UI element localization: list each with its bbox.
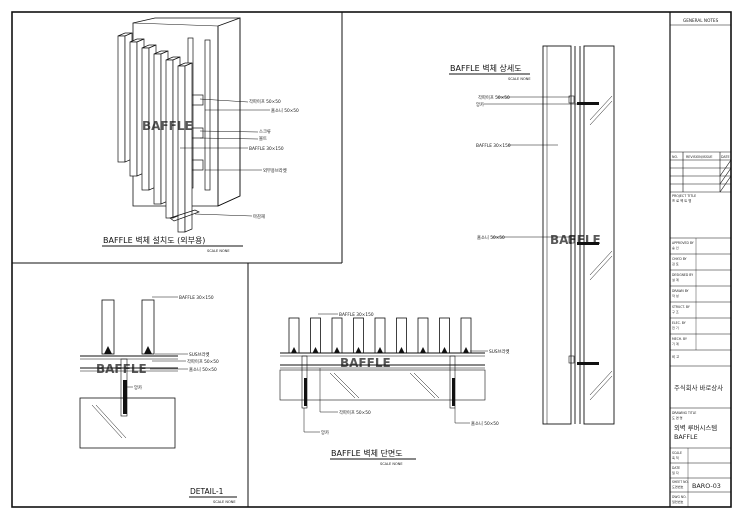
- sd-label-baffle: BAFFLE 30×150: [476, 143, 511, 149]
- rev-date-header: DATE: [721, 155, 730, 159]
- sheet-no-kr: 도면번호: [672, 484, 684, 489]
- detail1-watermark: BAFFLE: [96, 362, 147, 376]
- cs-label-anchor: 앙카: [321, 429, 329, 436]
- drawing-title-label: DRAWING TITLE: [672, 411, 696, 415]
- cross-section-view: BAFFLE BAFFLE 30×150 SUS브라켓 각파이프 50×50 앙…: [279, 312, 510, 466]
- iso-baffle: [177, 62, 193, 233]
- mech-by-label: MECH. BY: [672, 337, 687, 341]
- cs-scale: SCALE NONE: [380, 462, 403, 466]
- sheet-number: BARO-03: [692, 482, 721, 490]
- iso-label-homsoni: 홈소니 50×50: [271, 107, 299, 114]
- scale-label: SCALE: [672, 451, 682, 455]
- iso-label-screw: 스크류: [259, 129, 271, 135]
- cs-baffle: [374, 317, 386, 354]
- cs-title: BAFFLE 벽체 단면도: [331, 448, 403, 458]
- cs-watermark: BAFFLE: [340, 356, 391, 370]
- sd-label-pipe: 각파이프 50×50: [478, 94, 510, 101]
- drawn-by-label: DRAWN BY: [672, 289, 689, 293]
- iso-label-baffle: BAFFLE 30×150: [249, 146, 284, 152]
- elec-by-kr: 전 기: [672, 325, 679, 330]
- project-title-label: PROJECT TITLE: [672, 194, 696, 198]
- cs-baffle: [439, 317, 450, 354]
- cs-baffle-group: [288, 317, 472, 354]
- drawing-title-kr: 도 면 명: [672, 415, 683, 420]
- designed-by-label: DESIGNED BY: [672, 273, 693, 277]
- date-label: DATE: [672, 466, 680, 470]
- cs-label-homsoni: 홈소니 50×50: [471, 420, 499, 427]
- checked-by-label: CHK'D BY: [672, 257, 687, 261]
- rev-no-header: NO.: [672, 155, 678, 159]
- iso-view: BAFFLE 각파이프 50×50 홈소니 50×50 스크류 볼트 BAFFL…: [102, 17, 299, 253]
- detail1-title: DETAIL-1: [190, 487, 224, 496]
- struct-by-kr: 구 조: [672, 310, 679, 314]
- struct-by-label: STRUCT. BY: [672, 305, 690, 309]
- drawing-title-line1: 외벽 루버시스템: [674, 423, 717, 432]
- drawn-by-kr: 작 성: [672, 293, 679, 298]
- detail1-label-sus: SUS브라켓: [189, 351, 210, 358]
- approved-by-kr: 승 인: [672, 245, 679, 250]
- sheet-no-label: SHEET NO.: [672, 480, 689, 484]
- detail1-view: BAFFLE BAFFLE 30×150 SUS브라켓 각파이프 50×50 홈…: [79, 295, 237, 504]
- section-detail-view: BAFFLE 각파이프 50×50 앙카 BAFFLE 30×150 홈소니 5…: [449, 45, 615, 425]
- cs-baffle: [396, 317, 407, 354]
- detail1-scale: SCALE NONE: [213, 500, 236, 504]
- dwg-no-label: DWG NO.: [672, 495, 686, 499]
- iso-title: BAFFLE 벽체 설치도 (외부용): [103, 235, 205, 245]
- iso-label-pipe: 각파이프 50×50: [249, 98, 281, 105]
- cs-baffle: [331, 317, 343, 354]
- sd-scale: SCALE NONE: [508, 77, 531, 81]
- iso-label-bracket: 외부용브라켓: [263, 167, 287, 174]
- company-name: 주식회사 바로상사: [674, 383, 723, 392]
- project-title-kr: 프 로 젝 트 명: [672, 198, 691, 203]
- detail1-label-homsoni: 홈소니 50×50: [189, 366, 217, 373]
- checked-by-kr: 검 토: [672, 261, 679, 266]
- scale-kr: 축 척: [672, 455, 679, 460]
- sd-label-homsoni: 홈소니 50×50: [477, 234, 505, 241]
- sd-title: BAFFLE 벽체 상세도: [450, 63, 522, 73]
- sheet-frame: [11, 11, 732, 508]
- remarks-kr: 비 고: [672, 354, 679, 359]
- cs-baffle: [310, 317, 321, 354]
- cs-baffle: [288, 317, 300, 354]
- cs-baffle: [460, 317, 472, 354]
- approved-by-label: APPROVED BY: [672, 241, 694, 245]
- iso-scale: SCALE NONE: [207, 249, 230, 253]
- iso-label-bolt: 볼트: [259, 135, 267, 142]
- cs-label-sus: SUS브라켓: [489, 348, 510, 355]
- cs-baffle: [417, 317, 429, 354]
- cs-label-pipe: 각파이프 50×50: [339, 409, 371, 416]
- detail1-label-baffle: BAFFLE 30×150: [179, 295, 214, 301]
- date-kr: 일 자: [672, 470, 679, 475]
- iso-watermark: BAFFLE: [142, 119, 193, 133]
- sd-watermark: BAFFLE: [550, 233, 601, 247]
- dwg-no-kr: 일련번호: [672, 499, 684, 504]
- drawing-title-line2: BAFFLE: [674, 433, 698, 441]
- sd-label-anchor: 앙카: [476, 101, 484, 108]
- designed-by-kr: 설 계: [672, 277, 679, 282]
- iso-label-finish: 마감재: [253, 213, 265, 220]
- cs-label-baffle: BAFFLE 30×150: [339, 312, 374, 318]
- general-notes-label: GENERAL NOTES: [683, 18, 719, 23]
- detail1-label-pipe: 각파이프 50×50: [187, 358, 219, 365]
- detail1-label-anchor: 앙카: [134, 384, 142, 391]
- title-block: GENERAL NOTES NO. REVISION/ISSUE DATE PR…: [670, 18, 732, 507]
- cs-baffle: [353, 317, 364, 354]
- iso-baffle-group: [117, 32, 193, 233]
- rev-revision-header: REVISION/ISSUE: [686, 155, 713, 159]
- elec-by-label: ELEC. BY: [672, 321, 686, 325]
- mech-by-kr: 기 계: [672, 341, 679, 346]
